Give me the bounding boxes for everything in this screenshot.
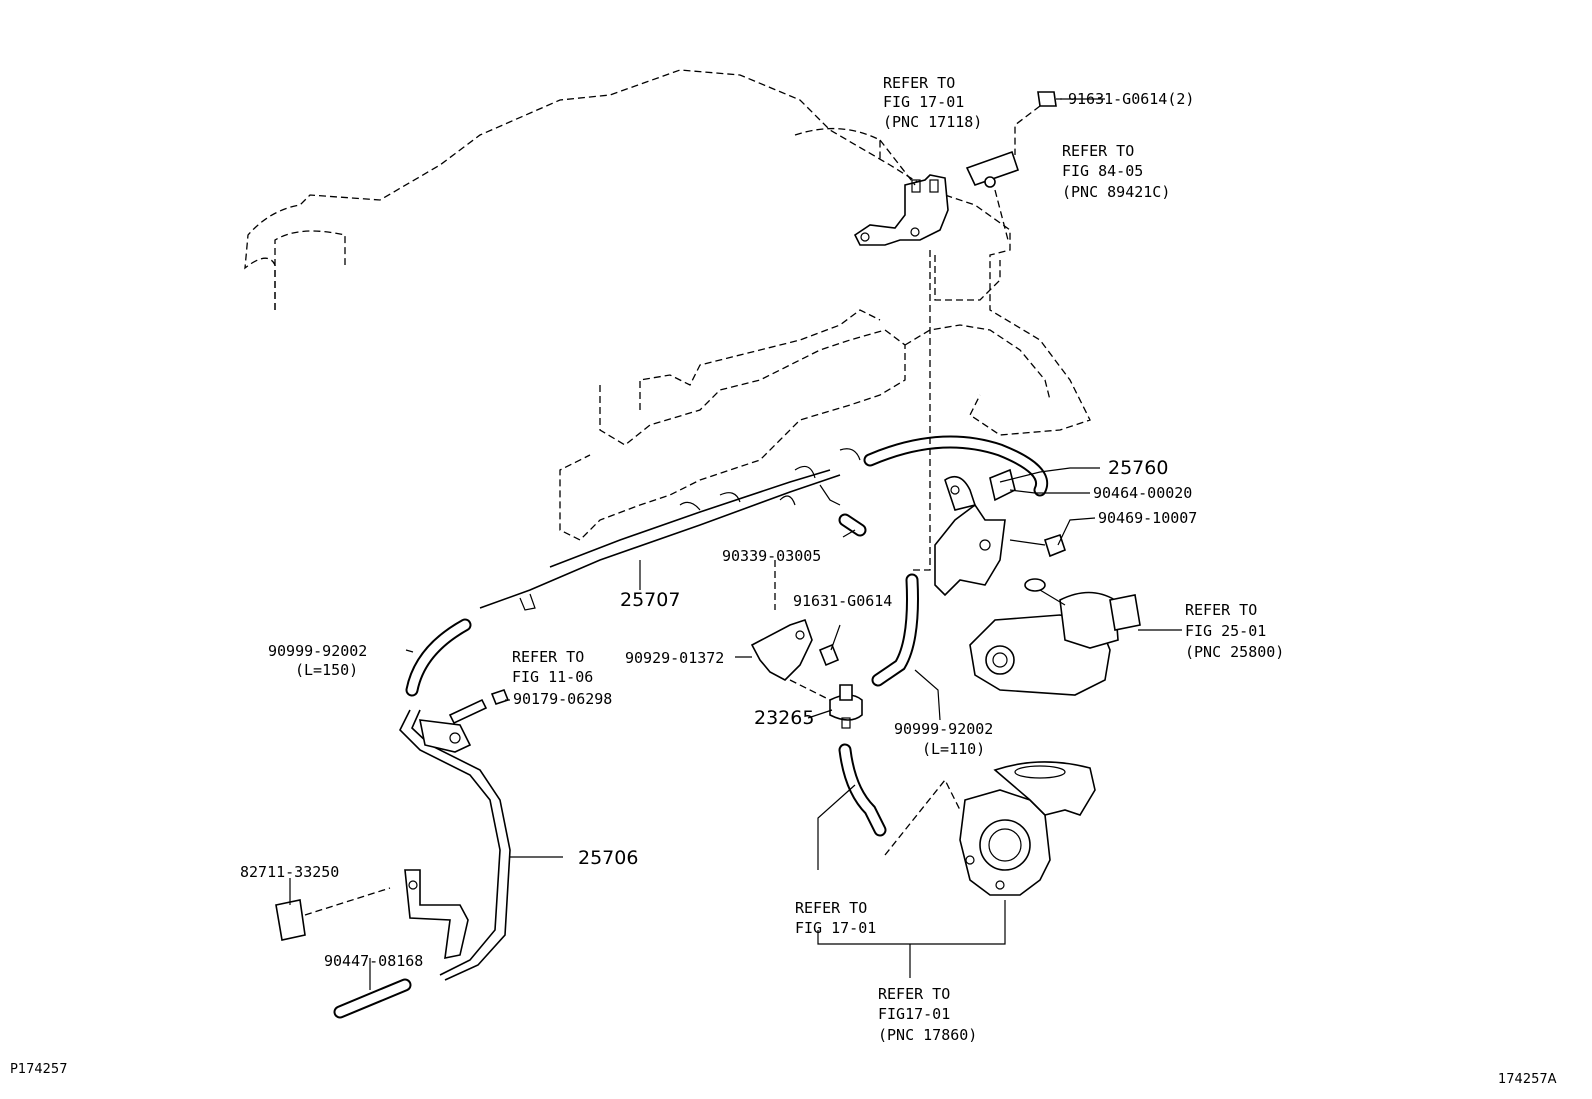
vsv-23265 xyxy=(750,250,931,729)
part-25760: 25760 xyxy=(1108,457,1168,479)
part-23265: 23265 xyxy=(754,707,814,729)
diagram-ref-left: P174257 xyxy=(10,1062,67,1077)
refer-25800-line3: (PNC 25800) xyxy=(1185,643,1284,661)
refer-25800-line1: REFER TO xyxy=(1185,601,1257,619)
part-25707: 25707 xyxy=(620,589,680,611)
hose-lower xyxy=(838,743,961,856)
part-90999-92002-a: 90999-92002 xyxy=(268,642,367,660)
diagram-ref-right: 174257A xyxy=(1498,1072,1557,1087)
part-90999-92002-a-length: (L=150) xyxy=(295,661,358,679)
part-90339-03005: 90339-03005 xyxy=(722,547,821,565)
refer-1106-line1: REFER TO xyxy=(512,648,584,666)
refer-17860-line3: (PNC 17860) xyxy=(878,1026,977,1044)
part-91631-g0614: 91631-G0614 xyxy=(793,592,892,610)
hose-90999-110 xyxy=(871,573,919,687)
pipe-25707 xyxy=(479,469,841,611)
pipe-25706 xyxy=(399,709,511,981)
vsv-bracket xyxy=(934,468,1066,597)
part-90999-92002-b-length: (L=110) xyxy=(922,740,985,758)
part-82711-33250: 82711-33250 xyxy=(240,863,339,881)
refer-1701-line2: FIG 17-01 xyxy=(795,919,876,937)
part-90999-92002-b: 90999-92002 xyxy=(894,720,993,738)
refer-17118-line1: REFER TO xyxy=(883,74,955,92)
part-90447-08168: 90447-08168 xyxy=(324,952,423,970)
part-90469-10007: 90469-10007 xyxy=(1098,509,1197,527)
refer-1106-line2: FIG 11-06 xyxy=(512,668,593,686)
upper-bracket xyxy=(853,139,949,246)
refer-17860-line1: REFER TO xyxy=(878,985,950,1003)
throttle-body xyxy=(959,761,1096,896)
part-90464-00020: 90464-00020 xyxy=(1093,484,1192,502)
refer-17118-line2: FIG 17-01 xyxy=(883,93,964,111)
refer-17860-line2: FIG17-01 xyxy=(878,1005,950,1023)
refer-17118-line3: (PNC 17118) xyxy=(883,113,982,131)
egr-valve xyxy=(969,578,1141,696)
refer-89421c-line3: (PNC 89421C) xyxy=(1062,183,1170,201)
part-91631-g0614-2: 91631-G0614(2) xyxy=(1068,90,1194,108)
refer-89421c-line1: REFER TO xyxy=(1062,142,1134,160)
lower-bracket xyxy=(275,869,469,1019)
refer-89421c-line2: FIG 84-05 xyxy=(1062,162,1143,180)
hose-90339 xyxy=(838,513,867,537)
hose-90999-150 xyxy=(405,618,472,697)
refer-1701-line1: REFER TO xyxy=(795,899,867,917)
part-90179-06298: 90179-06298 xyxy=(513,690,612,708)
refer-25800-line2: FIG 25-01 xyxy=(1185,622,1266,640)
part-90929-01372: 90929-01372 xyxy=(625,649,724,667)
hose-25760 xyxy=(863,435,1048,497)
part-25706: 25706 xyxy=(578,847,638,869)
stud-bolt xyxy=(448,689,510,725)
leader-lines xyxy=(289,98,1182,990)
sensor-assembly xyxy=(965,91,1062,241)
engine-outline xyxy=(244,69,1091,541)
